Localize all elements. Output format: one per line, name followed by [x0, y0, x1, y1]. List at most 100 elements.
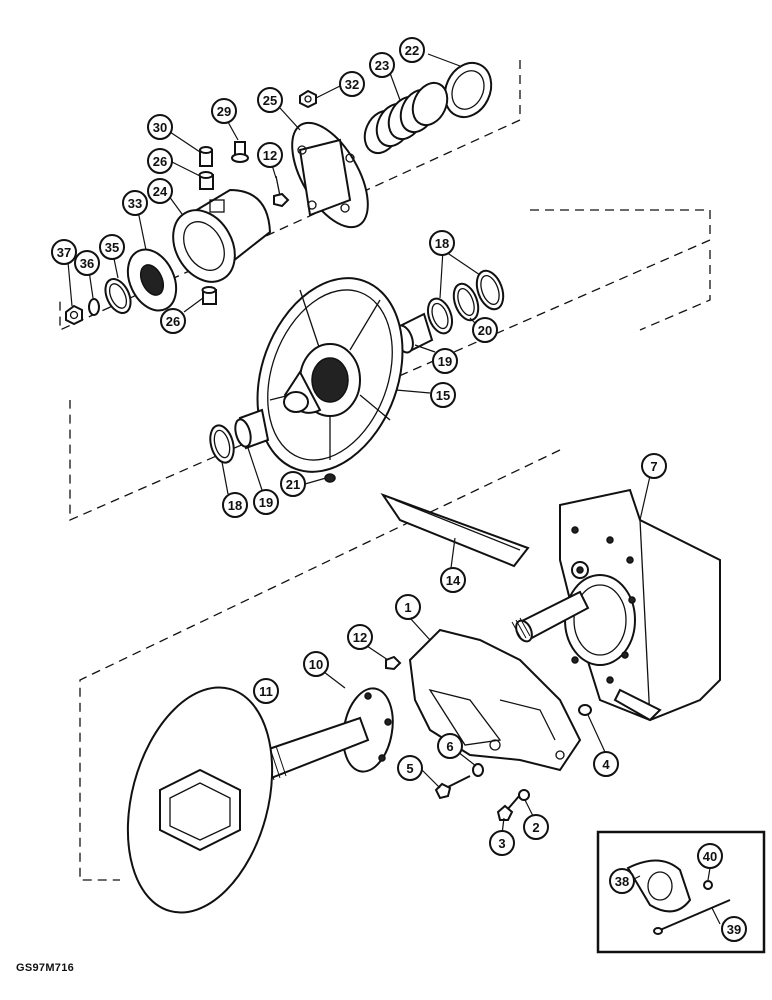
callout-37: 37	[51, 239, 77, 265]
part-23-spring	[363, 81, 449, 155]
svg-text:32: 32	[345, 77, 359, 92]
part-6-washer	[472, 763, 484, 777]
svg-text:37: 37	[57, 245, 71, 260]
callout-4: 4	[593, 751, 619, 777]
callout-15: 15	[430, 382, 456, 408]
part-18-ring-bottom	[209, 424, 235, 464]
part-39-rod	[653, 899, 731, 935]
callout-10: 10	[303, 651, 329, 677]
part-26-bushing-top	[198, 171, 214, 190]
svg-text:26: 26	[166, 314, 180, 329]
callout-38: 38	[609, 868, 635, 894]
svg-text:19: 19	[438, 354, 452, 369]
svg-text:18: 18	[228, 498, 242, 513]
svg-text:29: 29	[217, 104, 231, 119]
callout-5: 5	[397, 755, 423, 781]
part-25-plate	[291, 121, 369, 229]
part-26-bushing-bottom	[201, 286, 217, 305]
svg-text:40: 40	[703, 849, 717, 864]
part-36-washer	[88, 298, 100, 316]
part-33-bearing	[126, 248, 178, 312]
callout-19-top: 19	[432, 348, 458, 374]
part-35-snap-ring	[104, 278, 132, 314]
callout-40: 40	[697, 843, 723, 869]
svg-text:11: 11	[259, 684, 273, 699]
callout-35: 35	[99, 234, 125, 260]
part-5-bolt	[434, 775, 471, 800]
callout-36: 36	[74, 250, 100, 276]
group-boundaries	[59, 60, 711, 881]
drawing-code: GS97M716	[16, 962, 75, 974]
callout-18-bottom: 18	[222, 492, 248, 518]
svg-text:24: 24	[153, 184, 168, 199]
part-40-nut	[703, 880, 713, 890]
top-assembly	[65, 61, 493, 326]
callout-25: 25	[257, 87, 283, 113]
callout-39: 39	[721, 916, 747, 942]
part-11-disc	[126, 686, 274, 914]
svg-text:20: 20	[478, 323, 492, 338]
callout-21: 21	[280, 471, 306, 497]
part-3-bolt	[496, 794, 521, 821]
callout-24: 24	[147, 178, 173, 204]
part-32-nut	[299, 89, 317, 109]
svg-text:21: 21	[286, 477, 300, 492]
part-10-flanged-shaft	[257, 687, 394, 783]
svg-text:39: 39	[727, 922, 741, 937]
part-38-gasket	[626, 859, 692, 913]
callout-12-top: 12	[257, 142, 283, 168]
svg-text:25: 25	[263, 93, 277, 108]
part-30-pin	[199, 146, 213, 167]
svg-text:19: 19	[259, 495, 273, 510]
part-4-nut	[578, 704, 592, 716]
callout-26-bottom: 26	[160, 308, 186, 334]
part-29-pin	[231, 141, 249, 163]
part-37-nut	[65, 304, 83, 326]
callout-7: 7	[641, 453, 667, 479]
callout-29: 29	[211, 98, 237, 124]
svg-text:26: 26	[153, 154, 167, 169]
svg-text:23: 23	[375, 58, 389, 73]
svg-text:18: 18	[435, 236, 449, 251]
callout-33: 33	[122, 190, 148, 216]
svg-text:30: 30	[153, 120, 167, 135]
callout-18-top: 18	[429, 230, 455, 256]
callout-26-top: 26	[147, 148, 173, 174]
callout-3: 3	[489, 830, 515, 856]
svg-text:10: 10	[309, 657, 323, 672]
callout-32: 32	[339, 71, 365, 97]
middle-assembly	[209, 269, 505, 483]
part-19-bushing-bottom	[234, 408, 270, 450]
svg-text:12: 12	[353, 630, 367, 645]
callout-30: 30	[147, 114, 173, 140]
callout-2: 2	[523, 814, 549, 840]
part-2-nut	[518, 789, 530, 801]
callout-14: 14	[440, 567, 466, 593]
svg-text:15: 15	[436, 388, 450, 403]
part-12-bolt-bottom	[384, 655, 402, 671]
svg-text:22: 22	[405, 43, 419, 58]
part-14-belt	[380, 492, 530, 568]
svg-text:36: 36	[80, 256, 94, 271]
part-15-pulley	[256, 277, 404, 473]
part-18-rings-top	[426, 269, 505, 335]
callout-6: 6	[437, 733, 463, 759]
svg-text:4: 4	[602, 757, 610, 772]
part-24-cylinder	[172, 188, 272, 283]
callouts: 22 23 32 25 29 30 26 12 24 33 35 36 37 2…	[51, 37, 747, 942]
gearbox-shaft	[511, 590, 590, 643]
callout-19-bottom: 19	[253, 489, 279, 515]
callout-23: 23	[369, 52, 395, 78]
callout-20: 20	[472, 317, 498, 343]
svg-text:2: 2	[532, 820, 539, 835]
part-1-bracket	[408, 628, 582, 772]
callout-22: 22	[399, 37, 425, 63]
callout-12-bottom: 12	[347, 624, 373, 650]
part-12-bolt-top	[273, 175, 290, 208]
callout-1: 1	[395, 594, 421, 620]
svg-text:38: 38	[615, 874, 629, 889]
svg-text:3: 3	[498, 836, 505, 851]
svg-text:35: 35	[105, 240, 119, 255]
svg-text:1: 1	[404, 600, 411, 615]
